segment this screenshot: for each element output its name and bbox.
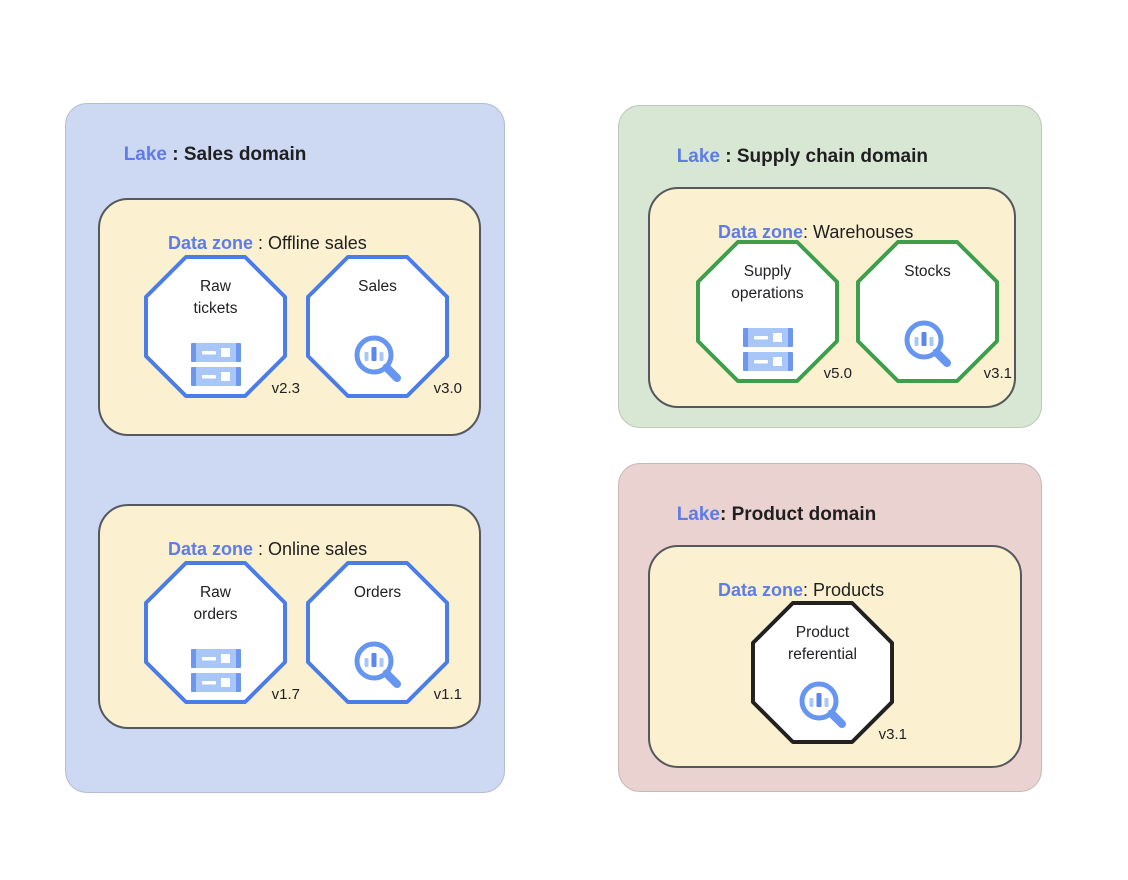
entity-raw-orders: Raw orders v1.7 (144, 561, 300, 704)
search-analytics-icon (901, 317, 955, 371)
octagon-shape (306, 255, 449, 398)
search-analytics-icon (796, 678, 850, 732)
zone-offline-sales: Data zone : Offline sales Raw tickets (98, 198, 481, 436)
zone-title-prefix: Data zone (718, 580, 804, 600)
entity-name: Stocks (904, 263, 951, 280)
storage-icon (742, 328, 793, 371)
entity-name: Raw orders (193, 584, 238, 623)
version-label: v3.1 (878, 726, 907, 743)
entity-raw-tickets: Raw tickets v2.3 (144, 255, 300, 398)
zone-title-prefix: Data zone (718, 222, 804, 242)
lake-title: Lake : Sales domain (92, 122, 307, 188)
lake-sales-domain: Lake : Sales domain Data zone : Offline … (65, 103, 505, 793)
entity-product-referential: Product referential v3.1 (751, 601, 907, 744)
entity-name: Supply operations (731, 263, 804, 302)
octagon-shape (751, 601, 894, 744)
zone-warehouses: Data zone: Warehouses Supply operations (648, 187, 1016, 408)
lake-product-domain: Lake: Product domain Data zone: Products… (618, 463, 1042, 792)
octagon-shape (306, 561, 449, 704)
lake-title-text: : Sales domain (167, 144, 307, 165)
octagon-shape (696, 240, 839, 383)
lake-title-prefix: Lake (676, 504, 720, 525)
entity-supply-operations: Supply operations v5.0 (696, 240, 852, 383)
entity-name: Orders (353, 584, 402, 601)
zone-title-prefix: Data zone (168, 539, 254, 559)
entity-name: Sales (358, 278, 397, 295)
octagon-shape (144, 561, 287, 704)
storage-icon (190, 343, 241, 386)
lake-title: Lake : Supply chain domain (645, 124, 928, 190)
search-analytics-icon (351, 332, 405, 386)
zone-title: Data zone: Warehouses (678, 201, 913, 264)
octagon-shape (144, 255, 287, 398)
search-analytics-icon (351, 638, 405, 692)
zone-title-text: : Products (803, 580, 885, 600)
entity-stocks: Stocks v3.1 (856, 240, 1012, 383)
version-label: v5.0 (823, 365, 852, 382)
zone-title-prefix: Data zone (168, 233, 254, 253)
entity-name: Product referential (788, 624, 857, 663)
version-label: v3.0 (433, 380, 462, 397)
lake-title-prefix: Lake (123, 144, 167, 165)
octagon-shape (856, 240, 999, 383)
entity-orders: Orders v1.1 (306, 561, 462, 704)
zone-title: Data zone: Products (678, 559, 884, 622)
lake-supply-chain-domain: Lake : Supply chain domain Data zone: Wa… (618, 105, 1042, 428)
entity-name: Raw tickets (193, 278, 238, 317)
lake-title: Lake: Product domain (645, 482, 877, 548)
zone-title: Data zone : Offline sales (128, 212, 367, 275)
lake-title-text: : Supply chain domain (720, 146, 928, 167)
version-label: v1.7 (271, 686, 300, 703)
zone-title-text: : Warehouses (803, 222, 914, 242)
zone-title-text: : Offline sales (253, 233, 367, 253)
entity-sales: Sales v3.0 (306, 255, 462, 398)
version-label: v3.1 (983, 365, 1012, 382)
version-label: v2.3 (271, 380, 300, 397)
lake-title-text: : Product domain (720, 504, 877, 525)
zone-title-text: : Online sales (253, 539, 368, 559)
zone-products: Data zone: Products Product referential (648, 545, 1022, 768)
lake-title-prefix: Lake (676, 146, 720, 167)
version-label: v1.1 (433, 686, 462, 703)
zone-title: Data zone : Online sales (128, 518, 367, 581)
storage-icon (190, 649, 241, 692)
zone-online-sales: Data zone : Online sales Raw orders (98, 504, 481, 729)
